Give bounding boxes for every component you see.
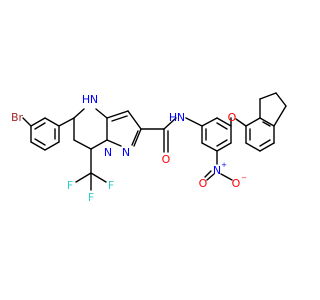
bond xyxy=(216,139,228,147)
nh-hydrogen-label: H xyxy=(82,93,90,106)
fluorine-3-label: F xyxy=(108,179,114,192)
bond xyxy=(34,138,46,146)
nitro-nitrogen-label: N xyxy=(213,164,221,177)
molecular-structure-diagram: Br N H N N F F F O N H O N + O O − xyxy=(10,92,287,204)
bond xyxy=(95,108,108,119)
bond xyxy=(235,118,247,127)
bond xyxy=(259,117,275,127)
bond xyxy=(216,142,232,152)
nh-nitrogen-label: N xyxy=(90,93,98,106)
bond xyxy=(73,108,85,119)
bond xyxy=(245,117,261,127)
bond xyxy=(201,117,218,127)
bond xyxy=(259,92,277,100)
fluorine-2-label: F xyxy=(88,191,94,204)
amide-hydrogen-label: H xyxy=(169,111,177,124)
bond xyxy=(204,170,212,178)
bond xyxy=(90,139,108,150)
pyrazole-nitrogen-a-label: N xyxy=(104,146,112,159)
bond xyxy=(111,115,128,122)
bond xyxy=(44,141,60,151)
nitro-oxygen-left-label: O xyxy=(199,177,208,190)
bond xyxy=(22,117,32,127)
bond xyxy=(30,117,46,127)
ether-oxygen-label: O xyxy=(228,111,237,124)
bond xyxy=(275,92,287,107)
bond xyxy=(127,110,142,130)
bond xyxy=(201,142,218,152)
bond xyxy=(206,173,215,181)
amide-nitrogen-label: N xyxy=(177,111,185,124)
bond xyxy=(262,121,271,127)
nitro-positive-charge: + xyxy=(221,161,227,169)
bond xyxy=(185,117,203,127)
bond xyxy=(245,142,261,152)
bond xyxy=(106,139,122,147)
pyrazole-nitrogen-b-label: N xyxy=(122,146,130,159)
nitro-oxygen-right-label: O xyxy=(232,177,241,190)
bond xyxy=(73,139,92,150)
bond xyxy=(30,141,46,151)
bond xyxy=(75,172,92,183)
bond xyxy=(216,117,232,127)
bond xyxy=(163,117,177,130)
bond-lines xyxy=(22,92,287,191)
fluorine-1-label: F xyxy=(67,179,73,192)
atom-labels: Br N H N N F F F O N H O N + O O − xyxy=(11,93,247,204)
bond xyxy=(58,117,75,127)
bond xyxy=(44,117,60,127)
carbonyl-oxygen-label: O xyxy=(162,153,171,166)
bond xyxy=(216,122,228,130)
bond xyxy=(259,139,271,147)
bond xyxy=(273,105,287,127)
bond xyxy=(34,122,46,130)
bond xyxy=(106,110,129,119)
bond xyxy=(259,142,275,152)
bond xyxy=(90,172,107,183)
bond xyxy=(133,128,142,147)
bond xyxy=(131,130,139,146)
bond xyxy=(220,173,233,181)
nitro-negative-charge: − xyxy=(241,174,247,182)
bromine-label: Br xyxy=(11,111,24,124)
